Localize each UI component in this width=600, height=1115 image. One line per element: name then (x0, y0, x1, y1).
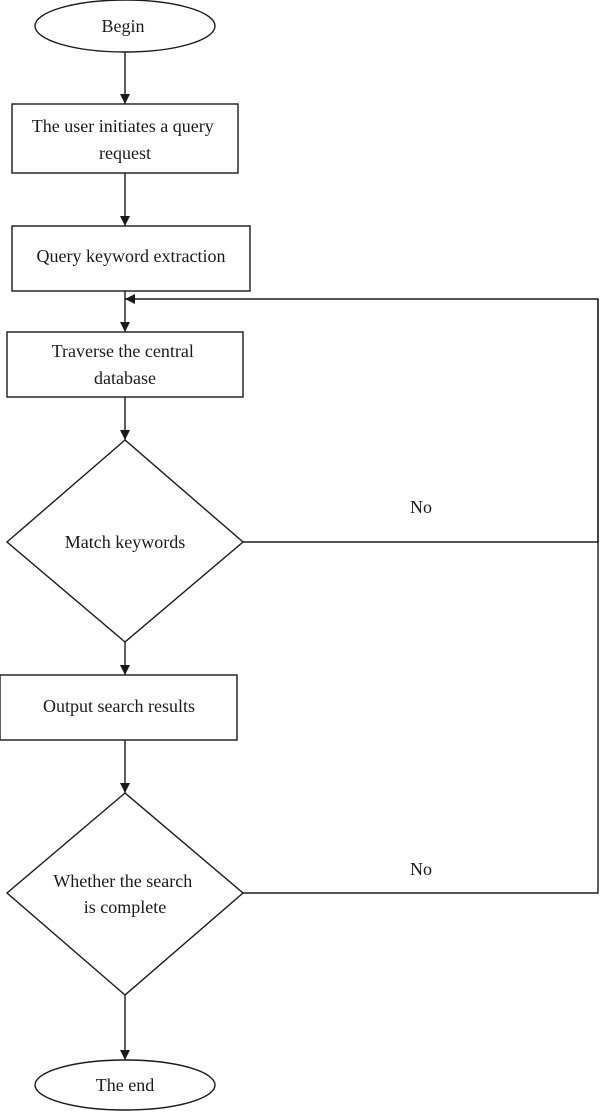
traverse-db-label: Traverse the central database (52, 341, 199, 388)
end-terminal (34, 1059, 216, 1111)
edge-search-complete-no-loop (125, 294, 599, 894)
begin-label: Begin (102, 16, 145, 36)
match-keywords-label: Match keywords (65, 532, 185, 552)
search-complete-decision (5, 792, 245, 996)
query-request-box (11, 103, 239, 174)
keyword-extraction-box (11, 225, 251, 292)
search-complete-no-label: No (410, 859, 432, 879)
match-keywords-no-label: No (410, 497, 432, 517)
begin-terminal (34, 0, 216, 53)
match-keywords-decision (5, 439, 245, 643)
query-request-label: The user initiates a query request (32, 116, 218, 163)
end-label: The end (96, 1075, 154, 1095)
search-complete-label: Whether the search is complete (53, 871, 196, 917)
output-results-label: Output search results (43, 696, 195, 716)
traverse-db-box (6, 331, 244, 398)
keyword-extraction-label: Query keyword extraction (37, 246, 226, 266)
output-results-box (0, 674, 238, 741)
